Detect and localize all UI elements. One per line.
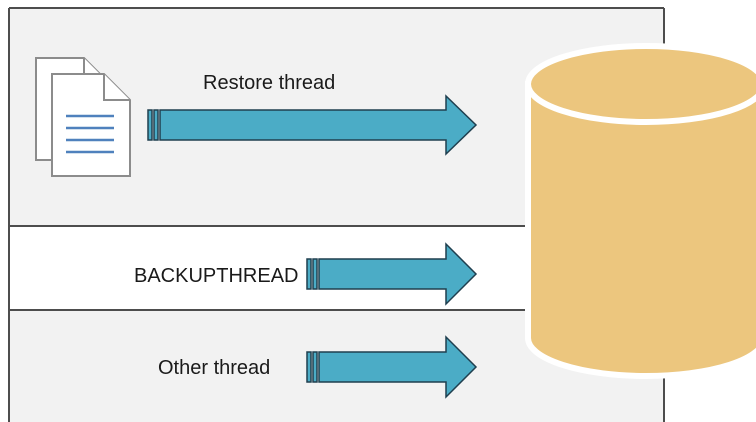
other-thread-label: Other thread [158, 357, 270, 379]
backup-thread-label: BACKUPTHREAD [134, 265, 298, 287]
database-cylinder-icon [525, 43, 756, 379]
documents-icon [35, 57, 131, 177]
other-thread-arrow [306, 335, 478, 399]
restore-thread-label: Restore thread [203, 72, 335, 94]
backup-thread-arrow [306, 242, 478, 306]
restore-thread-arrow [147, 94, 478, 156]
